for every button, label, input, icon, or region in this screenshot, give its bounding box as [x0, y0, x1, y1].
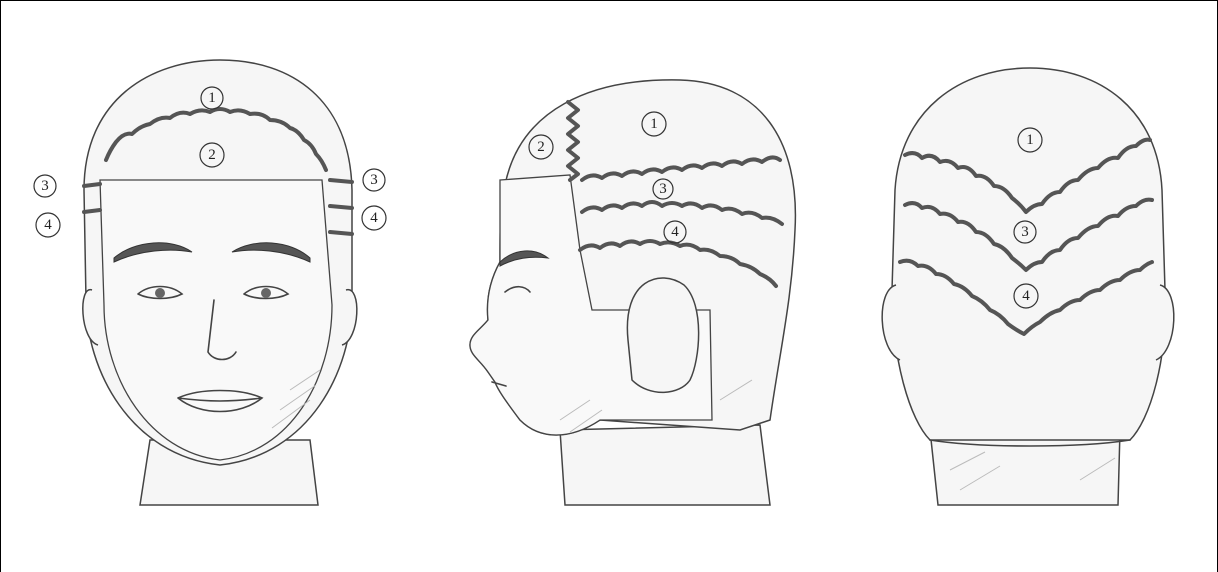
front-parting-left-lower — [84, 210, 100, 212]
side-view-head — [470, 80, 795, 505]
back-neck — [930, 430, 1120, 505]
svg-text:1: 1 — [208, 90, 216, 106]
front-label-left-3: 3 — [34, 175, 56, 197]
front-parting-left-upper — [84, 184, 100, 186]
front-parting-right-mid — [330, 206, 352, 208]
front-left-pupil — [155, 288, 165, 298]
svg-text:3: 3 — [41, 178, 49, 194]
side-ear — [627, 278, 698, 392]
back-head-outline — [892, 68, 1165, 440]
svg-text:4: 4 — [671, 224, 679, 240]
front-label-right-3: 3 — [363, 169, 385, 191]
svg-text:1: 1 — [650, 116, 658, 132]
front-label-left-4: 4 — [36, 213, 60, 237]
svg-text:2: 2 — [537, 139, 545, 155]
svg-text:4: 4 — [1022, 288, 1030, 304]
front-right-pupil — [261, 288, 271, 298]
front-label-right-4: 4 — [362, 206, 386, 230]
svg-text:2: 2 — [208, 147, 216, 163]
svg-text:4: 4 — [370, 210, 378, 226]
svg-text:1: 1 — [1026, 132, 1034, 148]
side-neck — [560, 425, 770, 505]
front-view-head — [83, 60, 357, 505]
svg-text:4: 4 — [44, 217, 52, 233]
front-parting-right-lower — [330, 232, 352, 234]
svg-text:3: 3 — [370, 172, 378, 188]
svg-text:3: 3 — [1021, 224, 1029, 240]
front-parting-right-upper — [330, 180, 352, 182]
svg-text:3: 3 — [659, 181, 667, 197]
